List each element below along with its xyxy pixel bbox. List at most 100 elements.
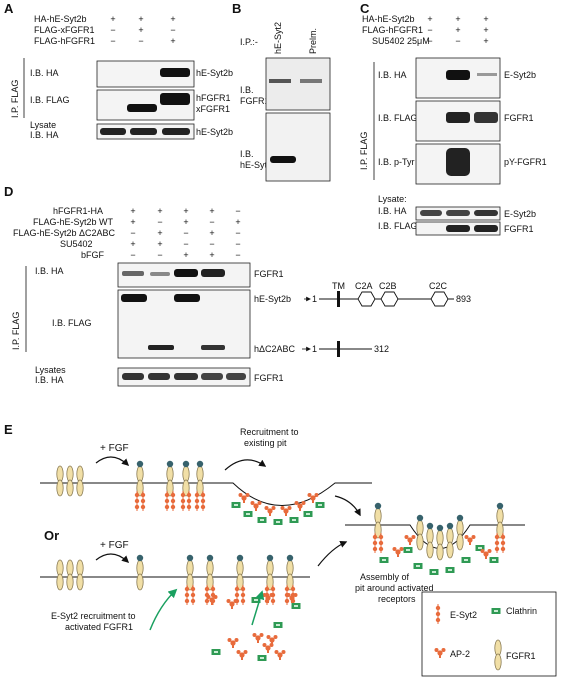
band [201, 345, 225, 350]
band [269, 79, 291, 83]
band [446, 225, 470, 232]
sign: + [110, 14, 115, 24]
band [174, 373, 198, 380]
sign: + [183, 250, 188, 260]
band [300, 79, 322, 83]
membrane-top [40, 482, 372, 506]
legend-label-esyt2: E-Syt2 [450, 610, 477, 620]
panel-b-blot-1-l1: I.B. [240, 85, 254, 95]
band [477, 73, 497, 76]
receptor [56, 559, 64, 591]
band [127, 104, 157, 112]
sign: + [170, 14, 175, 24]
receptor [76, 559, 84, 591]
panel-a-signs: + + + − + − − − + [110, 14, 175, 46]
panel-e: E + FGF Recruitment to existing pit Or +… [4, 422, 557, 677]
panel-d-marker-esyt2b: hE-Syt2b [254, 294, 291, 304]
domain-full-end: 893 [456, 294, 471, 304]
panel-c-cond-3-label: SU5402 25μM [372, 36, 430, 46]
sign: − [170, 25, 175, 35]
sign: − [157, 250, 162, 260]
arrow [224, 459, 267, 471]
sign: − [183, 228, 188, 238]
sign: + [130, 206, 135, 216]
sign: + [483, 14, 488, 24]
sign: + [130, 239, 135, 249]
band [446, 112, 470, 123]
panel-a-cond-3-label: FLAG-hFGFR1 [34, 36, 95, 46]
sign: − [235, 228, 240, 238]
panel-d: D hFGFR1-HA FLAG-hE-Syt2b WT FLAG-hE-Syt… [4, 184, 471, 387]
receptor [66, 465, 74, 497]
domain-full-start: 1 [312, 294, 317, 304]
panel-a-blot-2-label: I.B. FLAG [30, 95, 70, 105]
assembly-label-1: Assembly of [360, 572, 410, 582]
panel-b-blot-2-l1: I.B. [240, 149, 254, 159]
tm-domain-trunc [337, 341, 340, 357]
sign: + [235, 217, 240, 227]
sign: − [138, 36, 143, 46]
panel-d-lysate-label: Lysates [35, 365, 66, 375]
panel-d-letter: D [4, 184, 13, 199]
band [201, 373, 223, 380]
sign: + [138, 25, 143, 35]
band [121, 294, 147, 302]
band [100, 128, 126, 135]
legend-clathrin: Clathrin [491, 606, 537, 616]
band [201, 269, 225, 277]
cytosolic-components [211, 622, 286, 661]
band [226, 373, 246, 380]
sign: + [455, 14, 460, 24]
panel-d-cond-3-label: FLAG-hE-Syt2b ΔC2ABC [13, 228, 116, 238]
sign: − [427, 36, 432, 46]
panel-a-blot-1-label: I.B. HA [30, 68, 59, 78]
domain-c2c-label: C2C [429, 281, 448, 291]
band [446, 148, 470, 176]
sign: − [110, 36, 115, 46]
or-label: Or [44, 528, 59, 543]
panel-d-cond-4-label: SU5402 [60, 239, 93, 249]
clathrin-pit-result [372, 502, 506, 575]
panel-b-blot-esyt2 [265, 112, 331, 182]
domain-tm-label: TM [332, 281, 345, 291]
panel-b-col-2: Prelm. [308, 28, 318, 54]
sign: − [455, 36, 460, 46]
panel-c-blot-2-label: I.B. FLAG [378, 113, 418, 123]
recruit-label-2: existing pit [244, 438, 287, 448]
sign: + [455, 25, 460, 35]
panel-d-ip-label: I.P. FLAG [11, 312, 21, 350]
panel-d-blot-2-label: I.B. FLAG [52, 318, 92, 328]
assembly-label-3: receptors [378, 594, 416, 604]
green-arrow [251, 590, 265, 626]
tm-domain [337, 291, 340, 307]
band [270, 156, 296, 163]
sign: − [130, 228, 135, 238]
band [122, 373, 144, 380]
panel-b-letter: B [232, 1, 241, 16]
sign: − [183, 239, 188, 249]
panel-a-lysate-marker: hE-Syt2b [196, 127, 233, 137]
sign: + [157, 228, 162, 238]
panel-d-cond-5-label: bFGF [81, 250, 105, 260]
panel-b: B I.P.:- hE-Syt2 Prelm. I.B. FGFR1 I.B. … [232, 1, 331, 182]
band [446, 70, 470, 80]
sign: − [157, 217, 162, 227]
panel-d-lysate-marker: FGFR1 [254, 373, 284, 383]
panel-e-letter: E [4, 422, 13, 437]
sign: − [427, 25, 432, 35]
panel-c-cond-2-label: FLAG-hFGFR1 [362, 25, 423, 35]
band [446, 210, 470, 216]
sign: − [235, 239, 240, 249]
panel-d-lysate-ib: I.B. HA [35, 375, 64, 385]
sign: + [157, 239, 162, 249]
domain-c2b-label: C2B [379, 281, 397, 291]
panel-c-marker-pyfgfr1: pY-FGFR1 [504, 157, 547, 167]
band [160, 68, 190, 77]
sign: − [209, 239, 214, 249]
panel-a-marker-hfgfr1: hFGFR1 [196, 93, 231, 103]
panel-a-letter: A [4, 1, 14, 16]
arrow [95, 553, 130, 563]
green-arrow [149, 588, 178, 631]
esyt2-label-1: E-Syt2 recruitment to [51, 611, 136, 621]
